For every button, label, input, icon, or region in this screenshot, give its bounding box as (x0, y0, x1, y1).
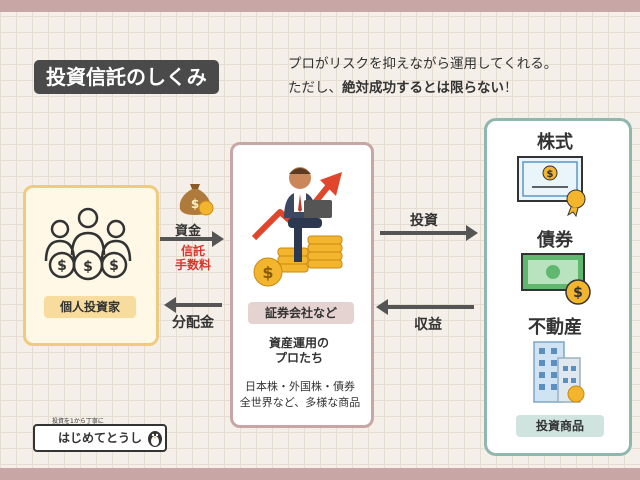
distribution-label: 分配金 (172, 315, 214, 331)
subtitle: プロがリスクを抑えながら運用してくれる。 ただし、絶対成功するとは限らない！ (288, 52, 557, 100)
product-real-estate-label: 不動産 (528, 317, 582, 338)
building-icon (533, 341, 585, 403)
fee-label-line-1: 信託 (181, 244, 206, 258)
subtitle-line-2: ただし、絶対成功するとは限らない！ (288, 76, 557, 100)
logo-text: はじめてとうし (57, 431, 142, 445)
svg-text:$: $ (57, 258, 67, 274)
fee-label: 信託 手数料 (175, 244, 211, 272)
subtitle-line-1: プロがリスクを抑えながら運用してくれる。 (288, 56, 558, 72)
product-stocks-label: 株式 (537, 132, 573, 153)
subtitle-prefix: ただし、 (288, 80, 342, 96)
bottom-band (0, 468, 640, 480)
investor-group-icon: $ $ $ (44, 207, 132, 281)
product-bonds-label: 債券 (537, 230, 573, 251)
company-label: 証券会社など (248, 302, 354, 324)
company-box (230, 142, 374, 428)
svg-text:$: $ (573, 285, 583, 301)
penguin-icon (148, 431, 162, 447)
investor-professional-illustration: $ (251, 167, 343, 287)
bond-banknote-icon: $ (521, 253, 591, 305)
money-bag-icon: $ (179, 184, 214, 216)
company-products: 日本株・外国株・債券 全世界など、多様な商品 (234, 379, 366, 411)
fee-label-line-2: 手数料 (175, 258, 212, 272)
company-desc-line-1: 資産運用の (268, 336, 329, 350)
top-band (0, 0, 640, 12)
logo-tagline: 投資を1から丁寧に (52, 418, 104, 425)
investor-box (23, 185, 159, 346)
invest-label: 投資 (410, 213, 438, 229)
svg-text:$: $ (83, 259, 93, 275)
company-products-line-1: 日本株・外国株・債券 (245, 380, 355, 393)
svg-text:$: $ (191, 197, 199, 211)
company-desc-line-2: プロたち (274, 351, 323, 365)
brand-logo: はじめてとうし (33, 424, 167, 452)
subtitle-suffix: ！ (504, 80, 518, 96)
svg-text:$: $ (262, 263, 273, 282)
svg-text:$: $ (547, 169, 554, 180)
svg-text:$: $ (109, 258, 119, 274)
returns-label: 収益 (414, 317, 442, 333)
products-label: 投資商品 (516, 415, 604, 437)
stock-certificate-icon: $ (517, 156, 586, 217)
company-desc: 資産運用の プロたち (236, 336, 362, 366)
funds-label: 資金 (175, 224, 202, 239)
investor-label: 個人投資家 (44, 296, 136, 318)
company-products-line-2: 全世界など、多様な商品 (239, 396, 361, 409)
subtitle-emphasis: 絶対成功するとは限らない (342, 80, 504, 96)
page-title: 投資信託のしくみ (34, 60, 219, 94)
